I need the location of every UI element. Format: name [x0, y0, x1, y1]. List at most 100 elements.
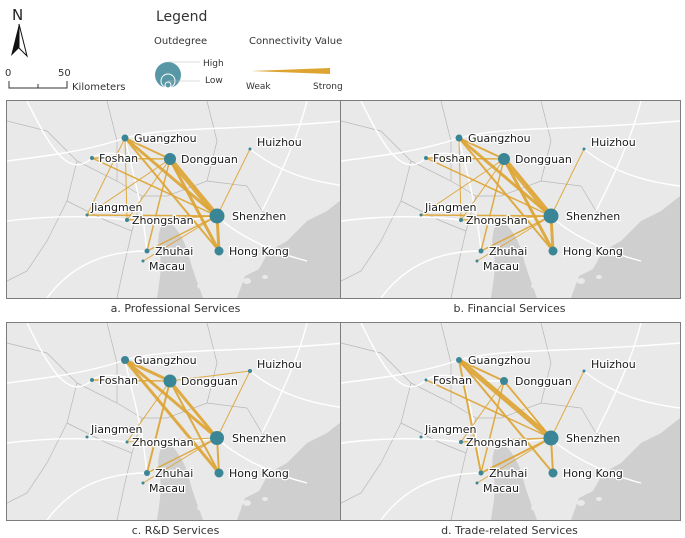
estuary	[157, 441, 203, 520]
city-label-macau: Macau	[149, 260, 185, 273]
link-dongguan-hong-kong	[169, 380, 220, 474]
link-huizhou-shenzhen	[216, 148, 251, 217]
city-node-macau	[141, 259, 145, 263]
city-label-zhongshan: Zhongshan	[132, 436, 194, 449]
link-guangzhou-dongguan	[458, 359, 505, 382]
city-label-foshan: Foshan	[99, 374, 138, 387]
link-dongguan-zhuhai	[146, 158, 171, 252]
link-huizhou-shenzhen	[216, 370, 251, 439]
link-zhongshan-shenzhen	[460, 437, 552, 443]
road	[124, 359, 148, 474]
road	[595, 101, 642, 212]
road	[7, 120, 346, 162]
admin-border	[410, 382, 582, 419]
sea-area	[571, 418, 680, 520]
link-dongguan-jiangmen	[420, 158, 505, 216]
link-guangzhou-hong-kong	[123, 358, 221, 475]
admin-border	[400, 200, 467, 232]
admin-border	[450, 195, 477, 298]
city-node-dongguan	[498, 153, 510, 165]
link-huizhou-shenzhen	[550, 370, 585, 439]
city-label-huizhou: Huizhou	[257, 136, 302, 149]
city-node-guangzhou	[456, 357, 462, 363]
city-label-hong-kong: Hong Kong	[229, 245, 289, 258]
island	[205, 268, 215, 274]
admin-border	[540, 323, 552, 404]
link-foshan-shenzhen	[425, 379, 552, 439]
island	[539, 490, 549, 496]
link-guangzhou-shenzhen	[456, 357, 554, 441]
connectivity-links	[425, 357, 585, 484]
basemap	[7, 101, 346, 298]
city-node-foshan	[90, 378, 94, 382]
link-dongguan-shenzhen	[503, 380, 552, 439]
link-zhuhai-shenzhen	[480, 215, 552, 252]
island	[560, 491, 570, 499]
city-node-dongguan	[500, 377, 508, 385]
city-label-hong-kong: Hong Kong	[229, 467, 289, 480]
admin-border	[450, 417, 477, 520]
island	[539, 268, 549, 274]
admin-border	[206, 101, 218, 182]
link-zhongshan-shenzhen	[126, 215, 218, 221]
connectivity-links	[420, 136, 585, 262]
caption-trade: d. Trade-related Services	[441, 524, 578, 537]
caption-financial: b. Financial Services	[453, 302, 566, 315]
city-label-zhongshan: Zhongshan	[466, 214, 528, 227]
city-label-foshan: Foshan	[433, 374, 472, 387]
city-node-huizhou	[248, 147, 252, 151]
admin-border	[540, 101, 552, 182]
link-guangzhou-shenzhen	[457, 136, 553, 218]
road	[341, 342, 680, 384]
city-node-huizhou	[582, 369, 586, 373]
city-node-dongguan	[164, 153, 176, 165]
city-node-foshan	[424, 156, 428, 160]
city-label-guangzhou: Guangzhou	[468, 132, 531, 145]
city-label-jiangmen: Jiangmen	[90, 423, 142, 436]
link-zhongshan-shenzhen	[460, 215, 552, 221]
link-guangzhou-zhongshan	[124, 137, 128, 221]
legend-connectivity-strong: Strong	[313, 82, 343, 92]
city-node-dongguan	[163, 374, 177, 388]
island	[596, 275, 602, 279]
city-label-macau: Macau	[483, 260, 519, 273]
city-label-shenzhen: Shenzhen	[232, 210, 286, 223]
city-label-macau: Macau	[483, 482, 519, 495]
city-node-guangzhou	[455, 134, 463, 142]
scale-end-label: 50	[58, 68, 71, 79]
link-huizhou-shenzhen	[550, 148, 585, 217]
city-node-shenzhen	[543, 430, 559, 446]
city-node-zhongshan	[125, 218, 129, 222]
sea-area	[237, 196, 346, 298]
city-node-huizhou	[248, 369, 252, 373]
city-label-foshan: Foshan	[433, 152, 472, 165]
link-foshan-dongguan	[91, 379, 171, 382]
link-guangzhou-jiangmen	[86, 137, 126, 216]
island	[551, 498, 559, 504]
admin-border	[400, 422, 467, 454]
city-label-huizhou: Huizhou	[257, 358, 302, 371]
admin-border	[66, 200, 133, 232]
city-label-shenzhen: Shenzhen	[566, 210, 620, 223]
island	[197, 505, 207, 511]
link-foshan-shenzhen	[425, 157, 552, 217]
road	[46, 472, 148, 520]
link-dongguan-zhuhai	[480, 380, 505, 474]
road	[249, 370, 346, 409]
link-macau-shenzhen	[142, 437, 218, 484]
city-node-shenzhen	[209, 208, 225, 224]
admin-border	[66, 422, 133, 454]
city-node-zhuhai	[144, 248, 150, 254]
caption-rnd: c. R&D Services	[131, 524, 220, 537]
scale-unit-label: Kilometers	[72, 82, 126, 93]
link-guangzhou-zhuhai	[458, 359, 482, 474]
admin-border	[116, 195, 143, 298]
city-node-zhuhai	[478, 248, 484, 254]
